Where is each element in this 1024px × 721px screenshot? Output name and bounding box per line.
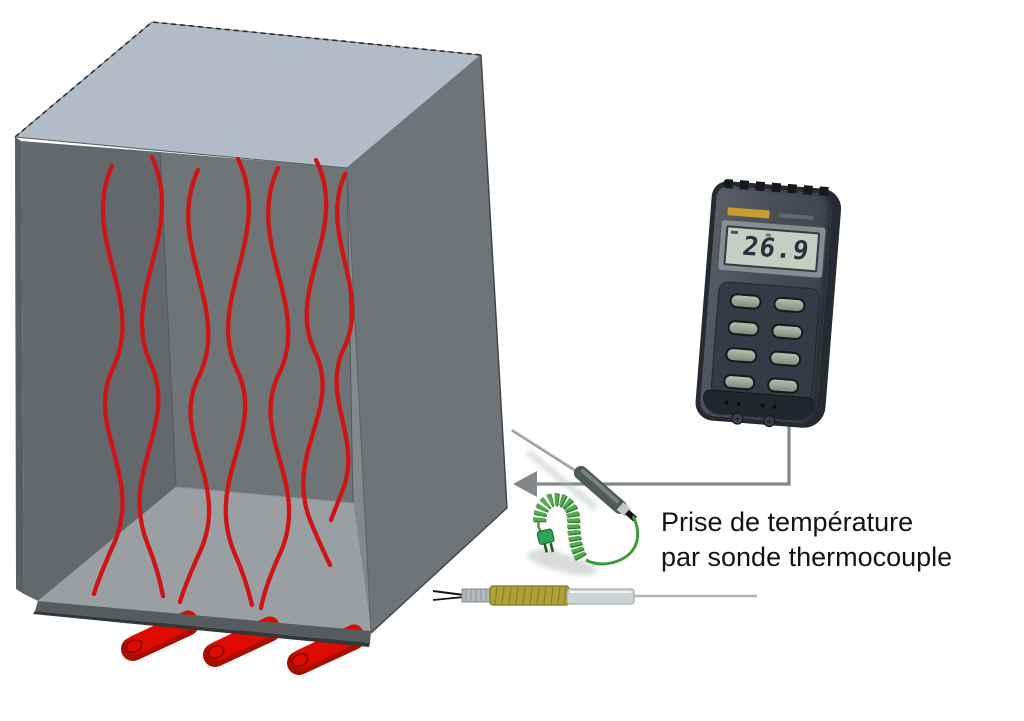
digital-thermometer: 26.9 + + — [694, 178, 843, 430]
mini-probe — [432, 585, 757, 606]
box-right-edges — [370, 54, 508, 634]
box-top-back-edges — [14, 21, 482, 138]
thermocouple-connector — [536, 528, 555, 553]
probe-shadows — [526, 449, 598, 576]
meter-button — [729, 292, 763, 311]
braid-hatching — [465, 589, 492, 602]
sleeve-hatching — [494, 586, 567, 605]
vent-hole — [760, 403, 765, 408]
probe-handle — [574, 466, 627, 514]
probe-rod-highlight — [511, 428, 582, 474]
heat-curve — [328, 171, 355, 523]
lcd-screen: 26.9 — [723, 225, 821, 273]
meter-button — [770, 323, 804, 341]
connector-pin — [543, 543, 549, 553]
lcd-bezel: 26.9 — [716, 218, 827, 279]
heat-curve — [177, 167, 212, 605]
meter-button-panel — [710, 280, 821, 403]
meter-button — [768, 349, 802, 368]
mini-probe-wire — [432, 596, 465, 601]
mini-probe-wire — [432, 590, 465, 596]
enclosure-box — [14, 21, 508, 634]
meter-button — [766, 376, 800, 395]
probe-handle-sheen — [581, 469, 619, 503]
vent-hole — [724, 400, 729, 405]
temperature-reading: 26.9 — [740, 231, 812, 267]
heat-curve — [258, 165, 292, 611]
interior-back-wall — [160, 152, 353, 503]
heat-curve — [137, 154, 166, 599]
caption-line-2: par sonde thermocouple — [661, 542, 953, 572]
heat-curve — [223, 156, 255, 608]
interior-left-wall — [21, 141, 176, 601]
box-front-edges — [14, 136, 372, 634]
caption: Prise de température par sonde thermocou… — [661, 505, 952, 575]
probe-rod — [511, 428, 582, 476]
connector-pin — [549, 542, 555, 553]
vent-hole — [736, 401, 741, 406]
convection-curves — [91, 154, 355, 611]
meter-button — [724, 346, 758, 364]
vent-hole — [772, 404, 777, 409]
box-bottom-rim — [33, 601, 371, 647]
meter-button — [772, 296, 806, 314]
meter-model-text — [779, 213, 814, 220]
box-left-edge-thickness — [15, 137, 24, 594]
box-right-wall — [347, 55, 507, 633]
meter-button — [726, 319, 760, 338]
heat-curve — [301, 157, 333, 568]
meter-brand-label — [727, 207, 770, 219]
probe-cable — [585, 515, 640, 566]
probe-ferrule — [616, 502, 632, 517]
caption-line-1: Prise de température — [661, 507, 914, 537]
left-arrow-icon — [513, 471, 537, 497]
meter-button — [722, 373, 756, 391]
meter-connector-line — [536, 423, 791, 486]
heat-curve — [91, 163, 125, 597]
